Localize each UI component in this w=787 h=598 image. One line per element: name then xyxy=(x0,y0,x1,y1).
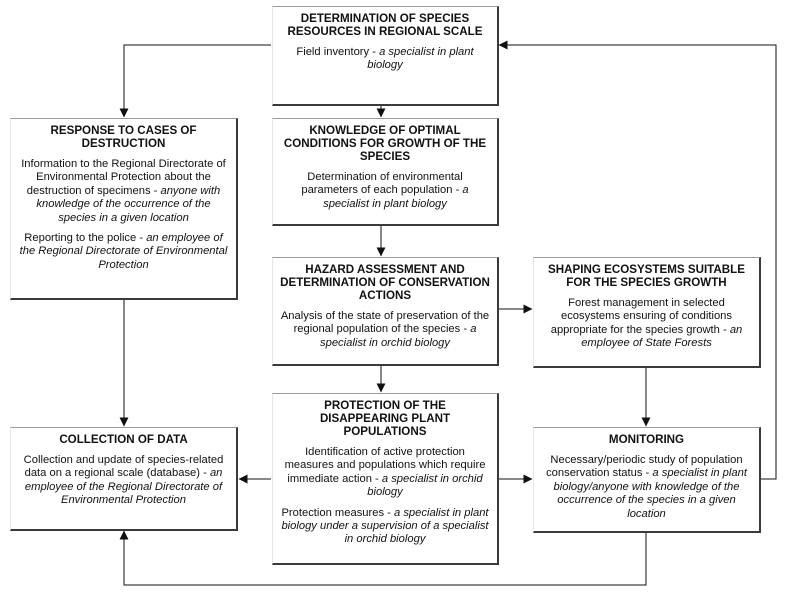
box-collection-data: COLLECTION OF DATA Collection and update… xyxy=(10,427,238,531)
box-text: Information to the Regional Directorate … xyxy=(21,158,226,224)
box-response-destruction: RESPONSE TO CASES OF DESTRUCTION Informa… xyxy=(10,118,238,300)
box-species-resources: DETERMINATION OF SPECIES RESOURCES IN RE… xyxy=(272,6,499,106)
box-title: RESPONSE TO CASES OF DESTRUCTION xyxy=(50,124,197,150)
box-title: PROTECTION OF THE DISAPPEARING PLANT POP… xyxy=(319,399,451,438)
box-title: MONITORING xyxy=(608,433,685,446)
box-text: Field inventory - a specialist in plant … xyxy=(296,46,474,72)
box-text: Collection and update of species-related… xyxy=(23,454,224,507)
box-protection-populations: PROTECTION OF THE DISAPPEARING PLANT POP… xyxy=(272,393,499,565)
box-title: KNOWLEDGE OF OPTIMAL CONDITIONS FOR GROW… xyxy=(283,124,487,163)
box-title: HAZARD ASSESSMENT AND DETERMINATION OF C… xyxy=(280,263,490,302)
box-monitoring: MONITORING Necessary/periodic study of p… xyxy=(533,427,761,533)
box-text: Analysis of the state of preservation of… xyxy=(280,310,490,349)
box-text: Reporting to the police - an employee of… xyxy=(19,232,228,271)
box-text: Identification of active protection meas… xyxy=(284,446,486,499)
arrow-resources-to-response xyxy=(119,44,271,118)
box-title: SHAPING ECOSYSTEMS SUITABLE FOR THE SPEC… xyxy=(548,263,745,289)
box-optimal-conditions: KNOWLEDGE OF OPTIMAL CONDITIONS FOR GROW… xyxy=(272,118,499,226)
box-title: COLLECTION OF DATA xyxy=(59,433,188,446)
box-shaping-ecosystems: SHAPING ECOSYSTEMS SUITABLE FOR THE SPEC… xyxy=(533,257,761,368)
arrow-monitoring-to-resources xyxy=(498,40,777,480)
box-text: Forest management in selected ecosystems… xyxy=(550,297,743,350)
box-title: DETERMINATION OF SPECIES RESOURCES IN RE… xyxy=(287,12,483,38)
box-hazard-assessment: HAZARD ASSESSMENT AND DETERMINATION OF C… xyxy=(272,257,499,366)
box-text: Necessary/periodic study of population c… xyxy=(546,454,747,520)
arrow-monitoring-to-collection xyxy=(119,530,647,586)
box-text: Determination of environmental parameter… xyxy=(301,171,469,210)
box-text: Protection measures - a specialist in pl… xyxy=(281,506,489,546)
